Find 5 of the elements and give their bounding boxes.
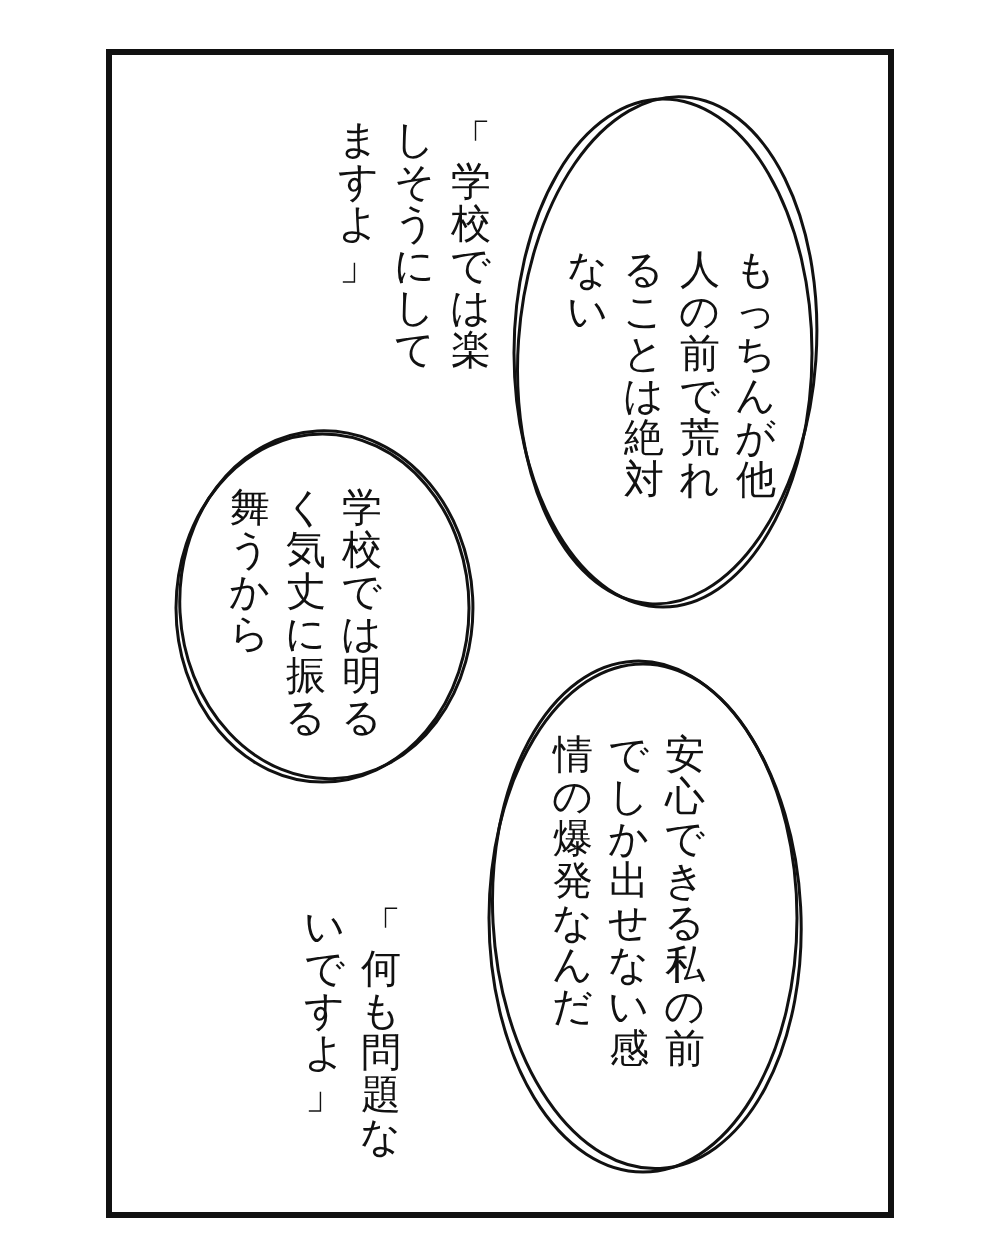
dialogue-text: 「何も問題ないですよ」 [305, 905, 401, 1161]
balloon-text: 学校では明るく気丈に振る舞うから [230, 486, 382, 742]
dialogue-text: 「学校では楽しそうにしてますよ」 [337, 118, 491, 374]
balloon-text: もっちんが他人の前で荒れることは絶対ない [568, 248, 776, 504]
balloon-text: 安心できる私の前でしか出せない感情の爆発なんだ [553, 733, 705, 1073]
